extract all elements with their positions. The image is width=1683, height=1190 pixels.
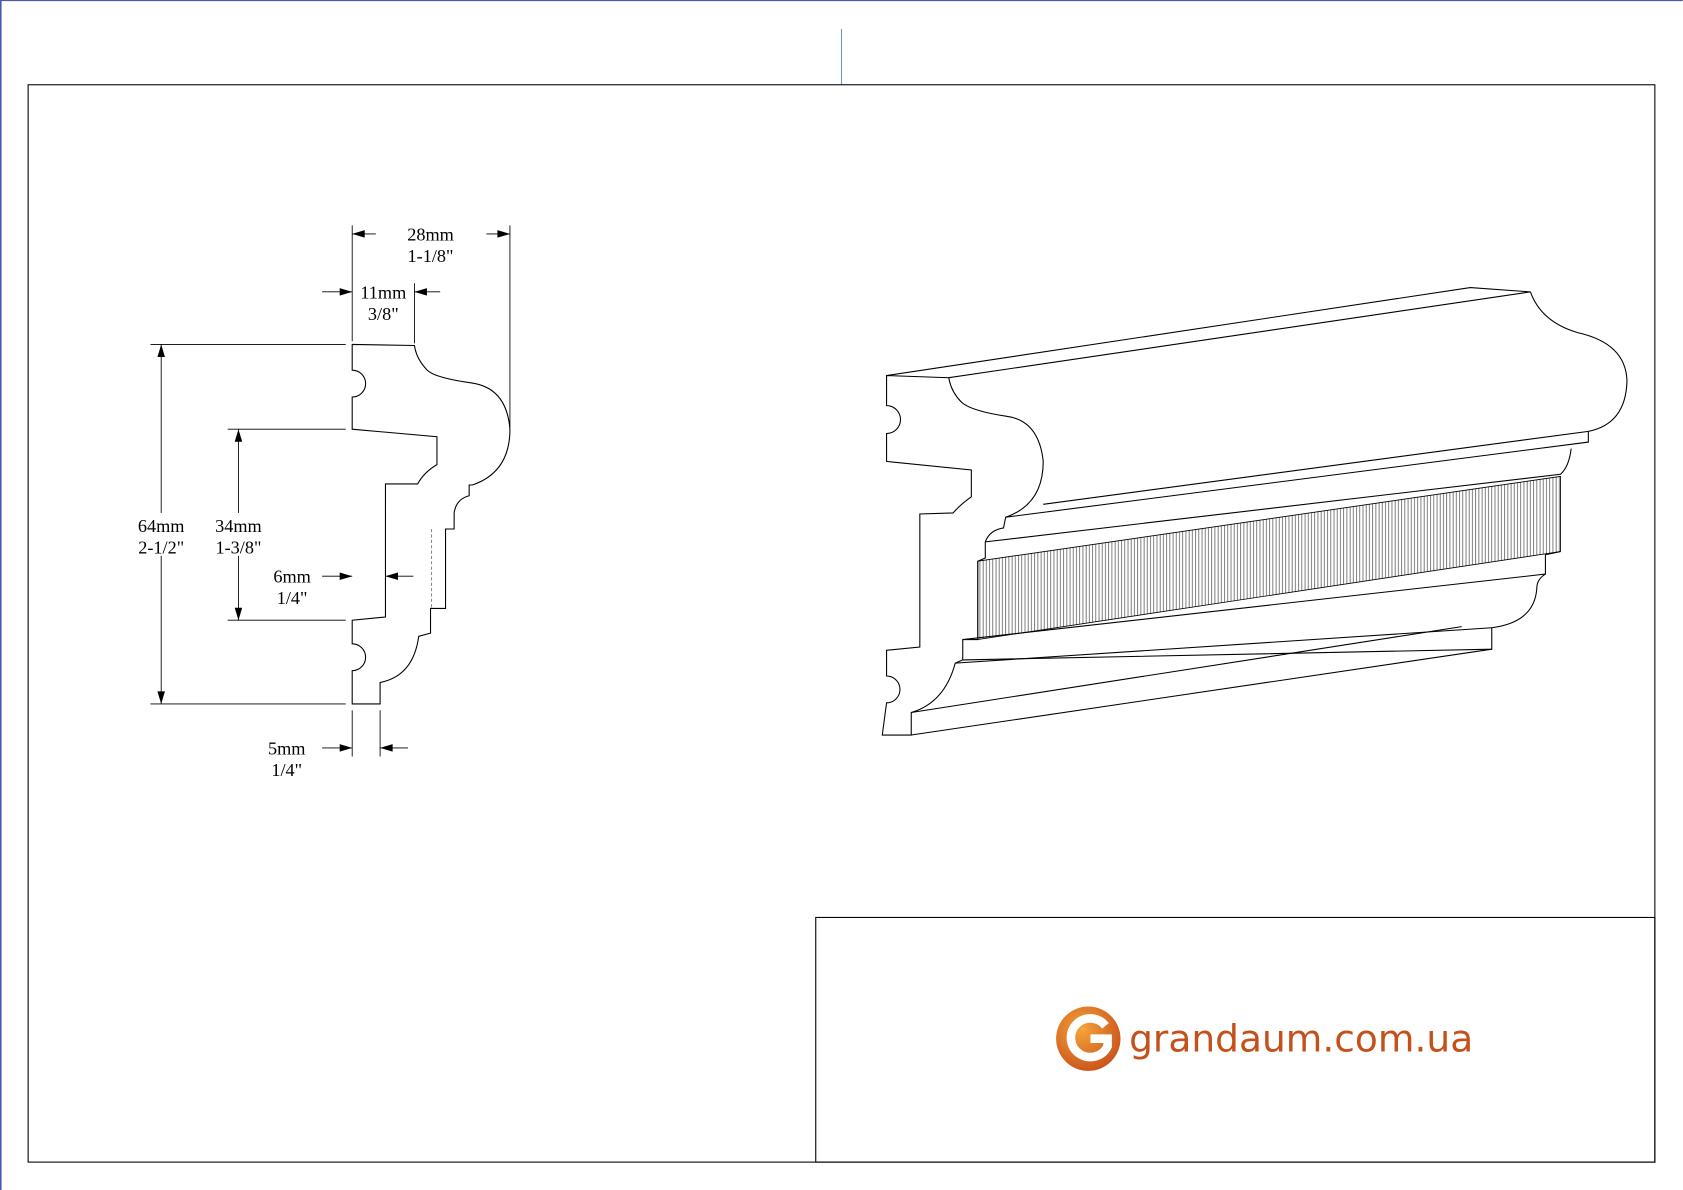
logo-g-letter xyxy=(1066,1014,1112,1062)
logo-text: grandaum.com.ua xyxy=(1129,1017,1473,1061)
dim-label-inch: 2-1/2" xyxy=(138,538,184,558)
drawing-frame xyxy=(27,84,1656,1163)
dimension-width-total: 28mm 1-1/8" xyxy=(351,224,511,428)
dimension-base-thickness: 5mm 1/4" xyxy=(268,710,408,780)
dim-label-inch: 1-1/8" xyxy=(408,246,454,266)
dim-label-mm: 5mm xyxy=(268,738,305,758)
dim-label-inch: 1-3/8" xyxy=(215,538,261,558)
brand-logo: grandaum.com.ua xyxy=(1056,1006,1473,1071)
dimension-height-total: 64mm 2-1/2" xyxy=(138,344,346,705)
dim-label-inch: 3/8" xyxy=(368,304,399,324)
dim-label-mm: 6mm xyxy=(273,567,310,587)
dim-label-mm: 28mm xyxy=(407,224,454,244)
dim-label-inch: 1/4" xyxy=(277,588,308,608)
dim-label-inch: 1/4" xyxy=(271,760,302,780)
dim-label-mm: 34mm xyxy=(215,516,262,536)
title-block xyxy=(815,916,1656,1163)
dim-label-mm: 64mm xyxy=(138,516,185,536)
dim-label-mm: 11mm xyxy=(360,282,406,302)
dimension-height-inner: 34mm 1-3/8" xyxy=(215,428,346,621)
moulding-3d-view xyxy=(881,287,1628,736)
dimension-width-top: 11mm 3/8" xyxy=(322,282,441,344)
profile-section xyxy=(351,343,511,705)
dimension-recess-depth: 6mm 1/4" xyxy=(273,567,414,608)
